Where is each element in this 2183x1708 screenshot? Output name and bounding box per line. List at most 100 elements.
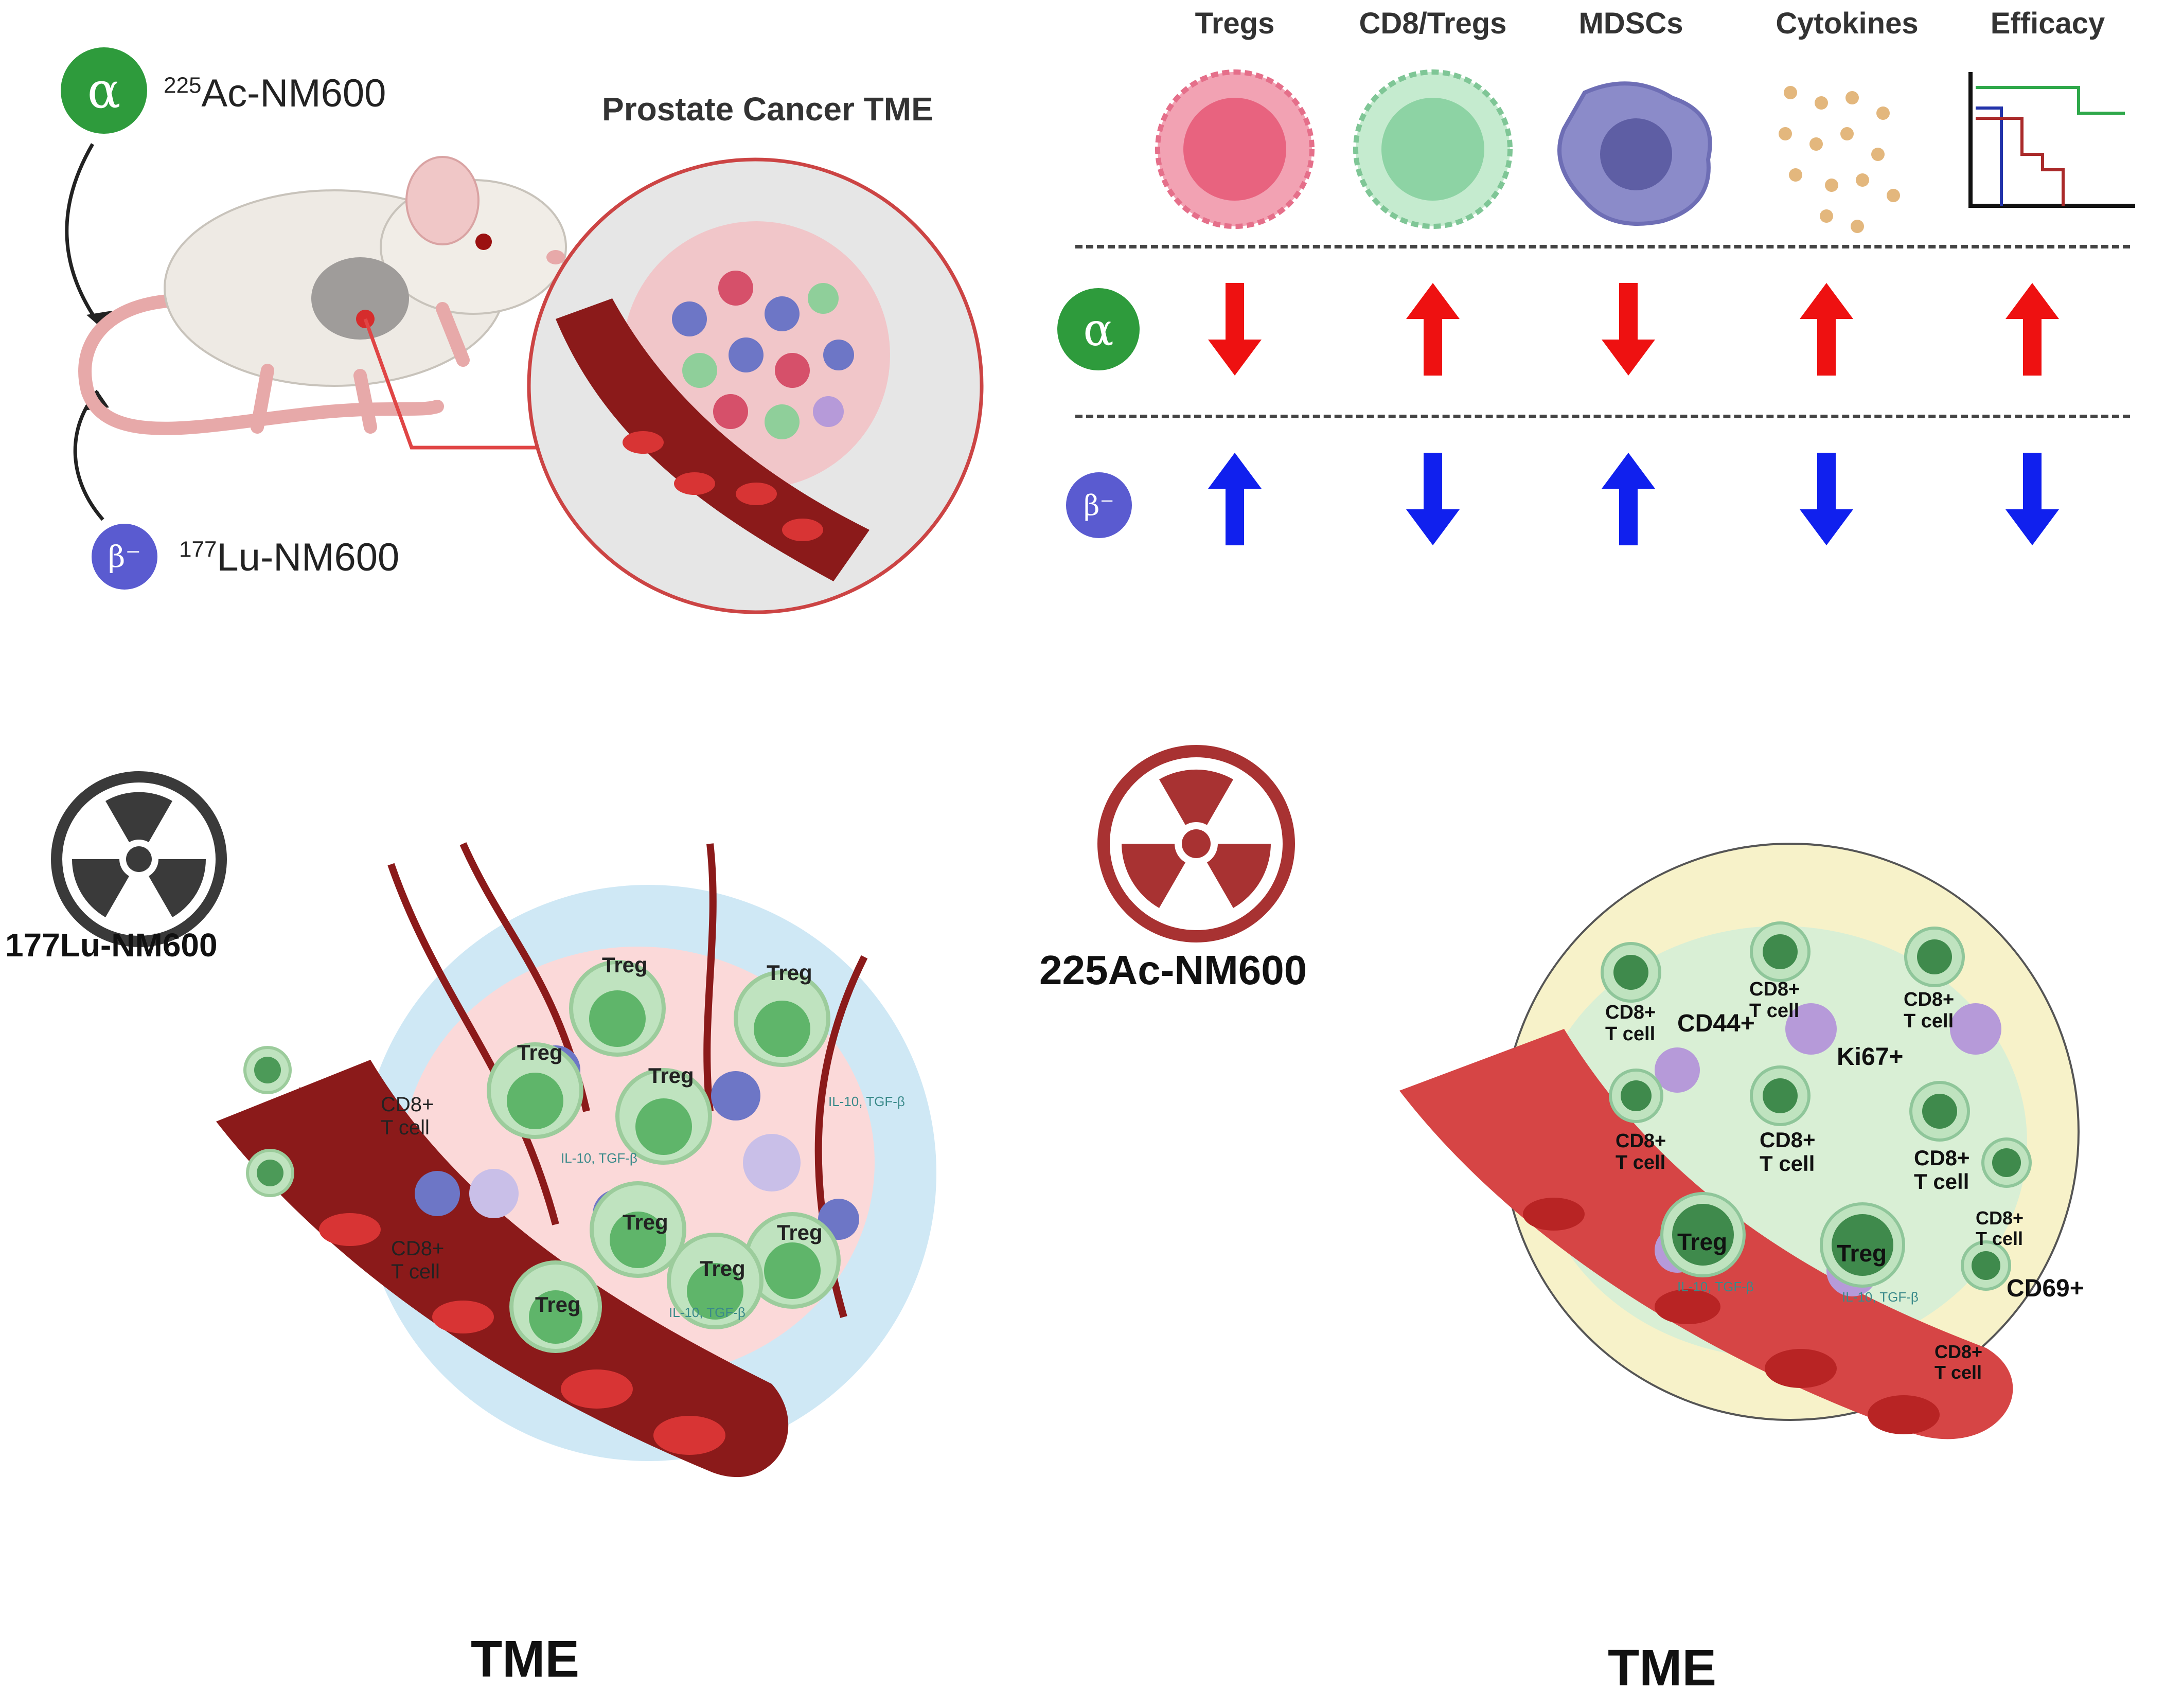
tme-inset-blood-cells [623,431,823,541]
beta-badge: β⁻ [92,524,157,590]
lu-treatment-label: 177Lu-NM600 [5,927,218,964]
alpha-injection-arrow [65,143,104,331]
lu-treg-label-4: Treg [648,1063,694,1088]
ac-name: Ac-NM600 [201,72,386,115]
column-icons [1155,69,2135,233]
ac-cd8-label-2: CD8+ [1749,978,1800,1000]
cytokines-icon [1779,86,1900,233]
lu-blood-vessel [216,1060,789,1478]
ac-cd8-label-4: CD8+ [1616,1130,1666,1152]
ac-treg-label-1: Treg [1677,1229,1727,1255]
ac-cytokine-label-2: IL-10, TGF-β [1842,1289,1919,1305]
ac-cd8-label-8: CD8+ [1934,1341,1982,1362]
tumor [311,257,409,340]
lu-mass-number: 177 [179,537,217,562]
ac-treg-label-2: Treg [1837,1240,1887,1267]
lu-tcell-label-2: T cell [391,1260,440,1283]
lu-tcell-label-1: T cell [381,1116,430,1139]
beta-arrow-row [1208,453,2059,545]
alpha-arrow-row [1208,283,2059,376]
col-header-cytokines: Cytokines [1776,7,1919,40]
lu-treg-label-8: Treg [535,1292,581,1316]
ac-tcell-label-6: T cell [1914,1169,1969,1194]
tme-inset-vessel [556,298,869,581]
ac-tcell-label-5: T cell [1760,1151,1815,1176]
lu-treg-label-6: Treg [777,1220,823,1244]
beta-cytokines-down-arrow-icon [1800,453,1853,545]
ac-tcell-label-3: T cell [1904,1010,1954,1032]
lu-treg-label-7: Treg [700,1256,746,1280]
mouse-legs [251,302,470,434]
ac-treatment-label: 225Ac-NM600 [1039,947,1307,993]
alpha-badge: α [61,47,147,134]
col-header-tregs: Tregs [1195,7,1275,40]
lu-treg-nuclei [507,990,821,1344]
ac-cd8-label-6: CD8+ [1914,1146,1970,1170]
ac-cd44-label: CD44+ [1677,1010,1755,1037]
ac-treg-nuclei [1672,1204,1893,1276]
ac-radiation-symbol-icon [1097,745,1295,942]
lu-cd8-label-2: CD8+ [391,1237,444,1260]
tumor-connector-line [363,318,561,450]
lu-treg-label-2: Treg [767,960,812,985]
lu-nm600-label: 177Lu-NM600 [179,535,399,580]
ac-cd8-label-1: CD8+ [1605,1002,1656,1023]
ac-tcell-label-7: T cell [1976,1228,2023,1249]
lu-red-blood-cells [319,1213,725,1455]
alpha-cd8-tregs-up-arrow-icon [1406,283,1460,376]
mouse-nose [546,250,565,264]
treg-cell-icon [1155,69,1315,229]
tme-inset-title: Prostate Cancer TME [602,91,933,128]
lu-tme-label: TME [471,1630,580,1688]
alpha-mdscs-down-arrow-icon [1602,283,1655,376]
alpha-cytokines-up-arrow-icon [1800,283,1853,376]
ac-red-blood-cells [1523,1198,1940,1434]
mouse-eye-icon [475,234,492,250]
divider-middle [1075,415,2130,418]
alpha-efficacy-up-arrow-icon [2005,283,2059,376]
ac-cd8-nuclei [1613,934,2021,1280]
ac-tcell-label-8: T cell [1934,1362,1982,1383]
ac-mass-number: 225 [164,73,202,98]
beta-tregs-up-arrow-icon [1208,453,1262,545]
alpha-arrowhead-icon [86,311,112,329]
ac-cytokine-label-1: IL-10, TGF-β [1677,1279,1754,1294]
col-header-efficacy: Efficacy [1990,7,2105,40]
efficacy-survival-plot-icon [1968,72,2135,208]
ac-ki67-label: Ki67+ [1837,1043,1903,1071]
alpha-tregs-down-arrow-icon [1208,283,1262,376]
ac-cd69-label: CD69+ [2007,1275,2084,1302]
ac-cd8-label-3: CD8+ [1904,989,1954,1010]
ac-tme-illustration: CD8+ T cell CD8+ T cell CD8+ T cell CD8+… [1399,843,2084,1439]
effect-arrows [1208,283,2059,545]
lu-radiation-symbol-icon [51,771,227,947]
ac-tme-label: TME [1608,1639,1717,1697]
lu-name: Lu-NM600 [217,536,400,579]
ac-tcell-label-4: T cell [1616,1152,1665,1173]
ac-nm600-label: 225Ac-NM600 [164,71,386,116]
lu-tme-vasculature [297,842,868,1318]
lu-cd8-label-1: CD8+ [381,1093,434,1116]
mdsc-cell-icon [1557,81,1712,226]
lu-cytokine-label-3: IL-10, TGF-β [669,1305,746,1320]
lu-tme-illustration: Treg Treg Treg Treg Treg Treg Treg Treg … [216,842,936,1478]
ac-tcell-label-2: T cell [1749,1000,1799,1022]
lu-cd8-nuclei [254,1057,283,1186]
lu-treg-label-1: Treg [602,953,648,977]
col-header-mdscs: MDSCs [1578,7,1683,40]
col-header-cd8-tregs: CD8/Tregs [1359,7,1507,40]
ac-cd8-label-5: CD8+ [1760,1128,1816,1152]
beta-row-badge: β⁻ [1066,472,1132,538]
lu-treg-label-5: Treg [623,1210,668,1234]
lu-cytokine-label-2: IL-10, TGF-β [828,1094,905,1109]
mouse-tail [78,293,444,435]
ac-tcell-label-1: T cell [1605,1023,1655,1045]
mouse-ear [405,156,480,245]
divider-top [1075,245,2130,248]
lu-cytokine-label-1: IL-10, TGF-β [561,1150,637,1166]
lu-mdsc-cells [469,1134,801,1218]
cd8-cell-icon [1353,69,1513,229]
ac-cd8-label-7: CD8+ [1976,1207,2024,1229]
mouse-illustration [65,143,984,614]
lu-treg-label-3: Treg [517,1040,563,1064]
